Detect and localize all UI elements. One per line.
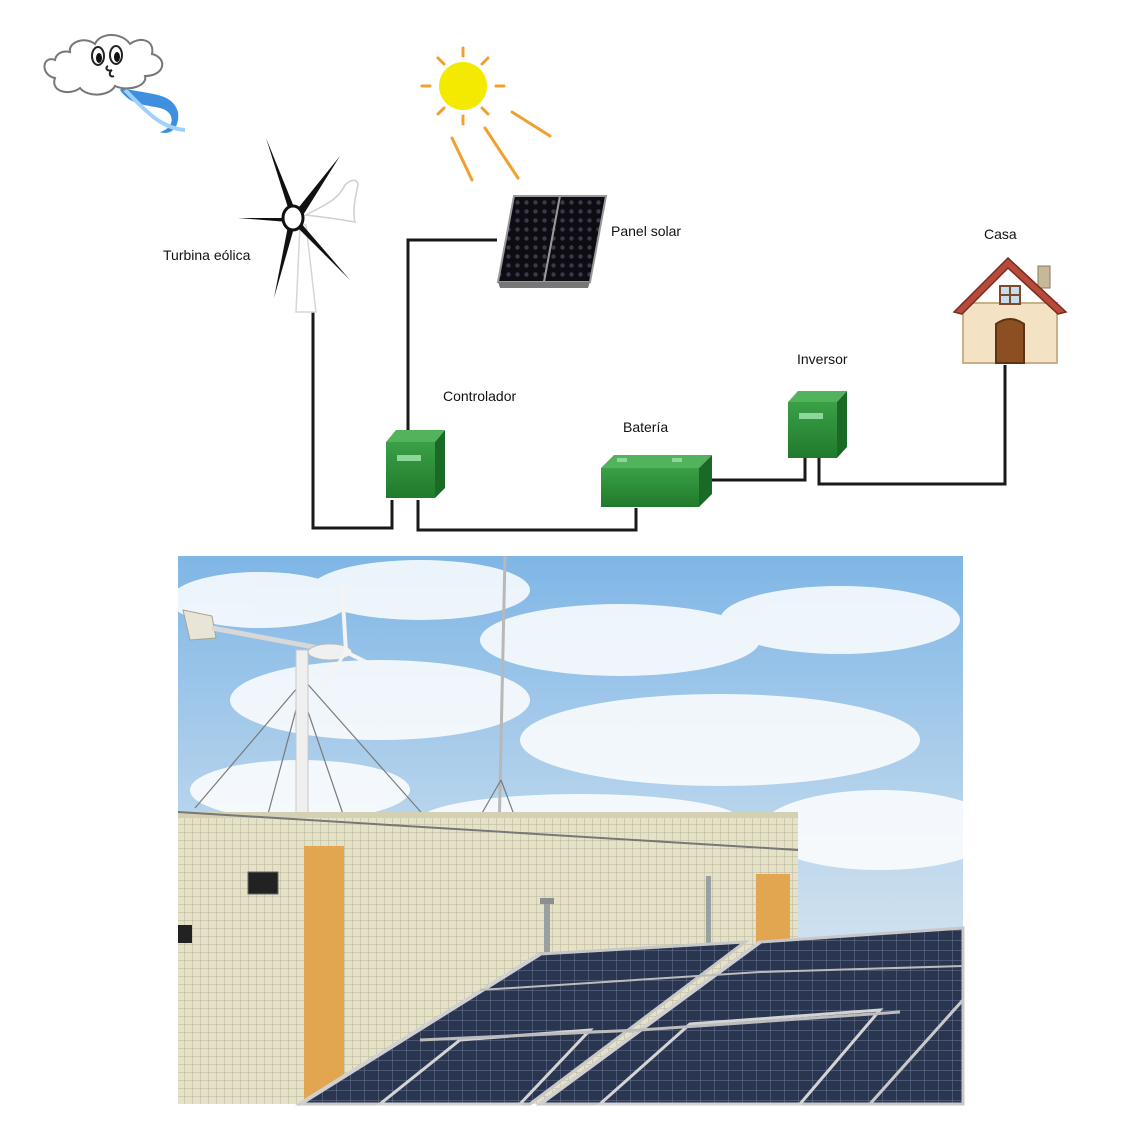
solar-panel-label: Panel solar [611,223,682,239]
wire-controller-battery [416,500,638,532]
inverter-box-icon [788,391,847,458]
sun-icon [420,46,552,182]
controller-box-icon [386,430,445,498]
wiring [311,238,1007,532]
battery-icon [601,455,712,507]
wire-turbine-controller [311,312,394,530]
photo-solar-array [294,926,965,1106]
wind-turbine-icon [238,138,359,313]
wind-turbine-label: Turbina eólica [163,247,251,263]
battery-label: Batería [623,419,669,435]
wire-inverter-house [817,365,1007,486]
wire-battery-inverter [712,458,807,482]
house-icon [952,256,1068,364]
inverter-label: Inversor [797,351,848,367]
wind-cloud-icon [43,34,186,134]
controller-label: Controlador [443,388,517,404]
solar-panel-icon [496,195,608,288]
house-label: Casa [984,226,1017,242]
installation-photo [170,555,1000,1106]
wire-panel-controller [406,238,497,430]
